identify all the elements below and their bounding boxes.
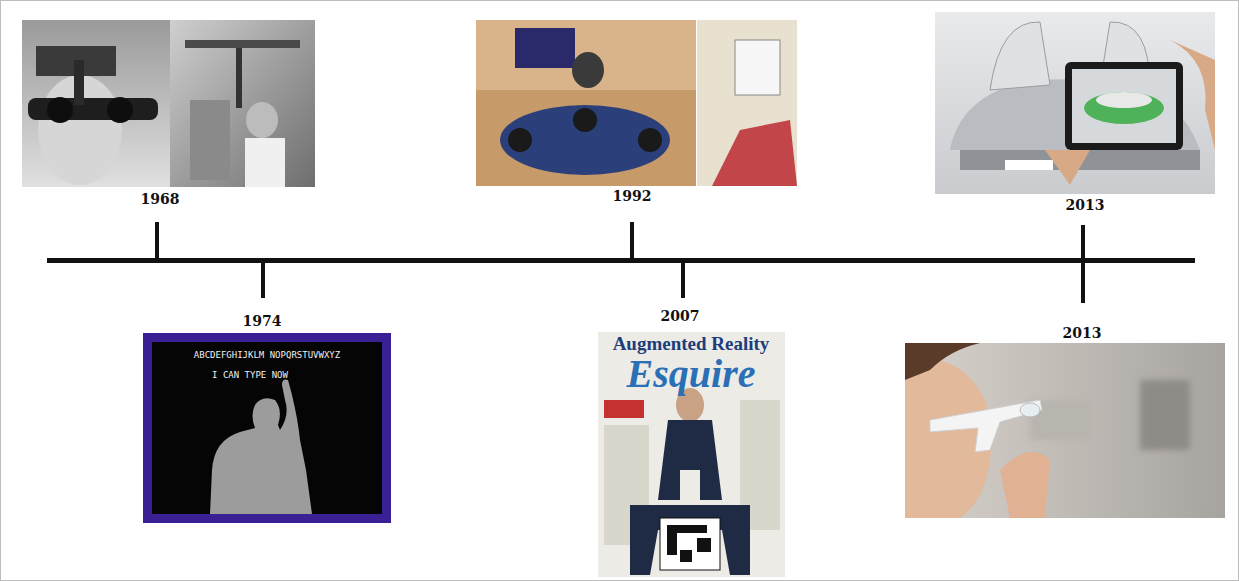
screen-text: I CAN TYPE NOW	[212, 370, 288, 380]
tick	[261, 260, 265, 298]
year-label: 1992	[613, 188, 652, 204]
screen-text: ABCDEFGHIJKLM NOPQRSTUVWXYZ	[194, 350, 340, 360]
photo-1968	[22, 20, 315, 187]
tick	[630, 222, 634, 260]
year-label: 1974	[243, 313, 282, 329]
timeline-axis	[47, 258, 1195, 263]
year-label: 2007	[661, 308, 700, 324]
tick	[1081, 225, 1085, 303]
year-label: 2013	[1066, 197, 1105, 213]
tick	[155, 222, 159, 260]
photo-2013-glass	[905, 343, 1225, 518]
year-label: 2013	[1063, 325, 1102, 341]
magazine-title: Esquire	[627, 350, 756, 397]
photo-1992	[476, 20, 797, 186]
magazine-2007	[598, 332, 785, 577]
photo-1974	[143, 333, 391, 523]
photo-2013-car	[935, 12, 1215, 194]
tick	[681, 260, 685, 298]
year-label: 1968	[141, 191, 180, 207]
